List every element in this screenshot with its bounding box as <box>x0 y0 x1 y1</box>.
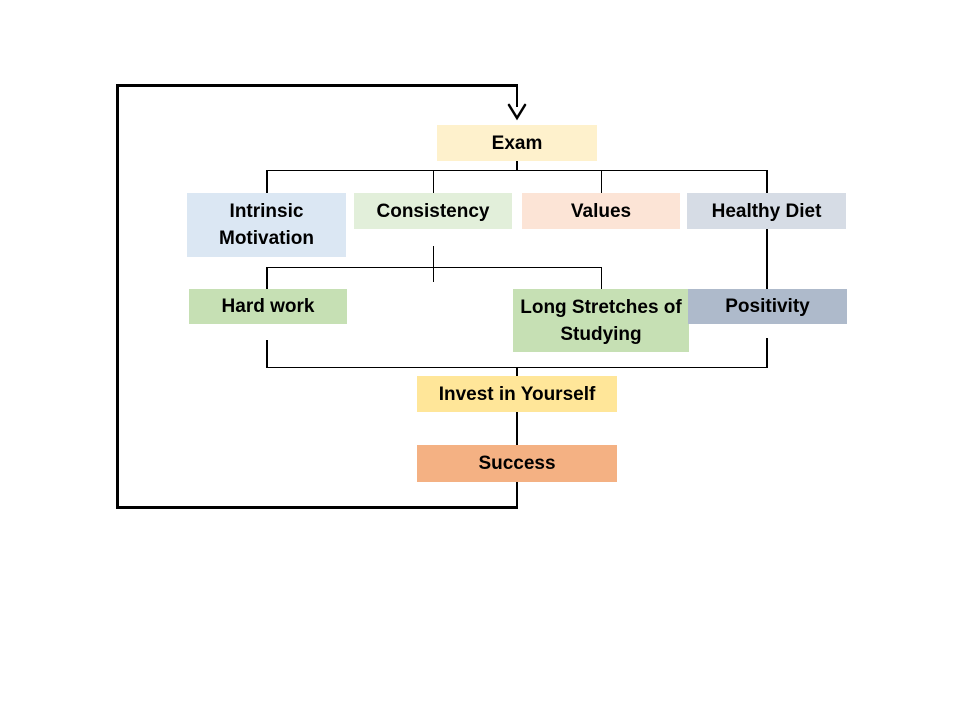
connector-row3-horizontal <box>266 266 602 268</box>
node-hard-work: Hard work <box>189 289 347 324</box>
loop-line-left <box>116 84 119 509</box>
node-values: Values <box>522 193 680 229</box>
connector-invest-to-success <box>516 412 518 445</box>
connector-positivity-down <box>766 338 768 368</box>
connector-consistency-down <box>432 246 434 282</box>
connector-hard-work-down <box>266 340 268 368</box>
connector-drop-invest <box>516 366 518 377</box>
node-exam: Exam <box>437 125 597 161</box>
loop-line-arrow-stem <box>515 84 518 107</box>
connector-success-to-loop <box>515 482 518 508</box>
connector-drop-healthy-diet <box>766 169 768 194</box>
node-success: Success <box>417 445 617 482</box>
node-invest-in-yourself: Invest in Yourself <box>417 376 617 412</box>
node-consistency: Consistency <box>354 193 512 229</box>
node-healthy-diet: Healthy Diet <box>687 193 846 229</box>
arrow-down-icon <box>507 103 527 121</box>
connector-drop-consistency <box>432 169 434 194</box>
node-positivity: Positivity <box>688 289 847 324</box>
connector-drop-hard-work <box>266 266 268 290</box>
connector-exam-stub <box>516 161 518 171</box>
connector-drop-intrinsic <box>266 169 268 194</box>
loop-line-bottom <box>116 506 518 509</box>
connector-drop-long-stretches <box>600 266 602 290</box>
node-long-stretches: Long Stretches of Studying <box>513 289 689 352</box>
loop-line-top <box>116 84 518 87</box>
connector-row2-horizontal <box>266 169 767 171</box>
node-intrinsic-motivation: Intrinsic Motivation <box>187 193 346 257</box>
connector-healthy-to-positivity <box>766 229 768 289</box>
connector-drop-values <box>600 169 602 194</box>
